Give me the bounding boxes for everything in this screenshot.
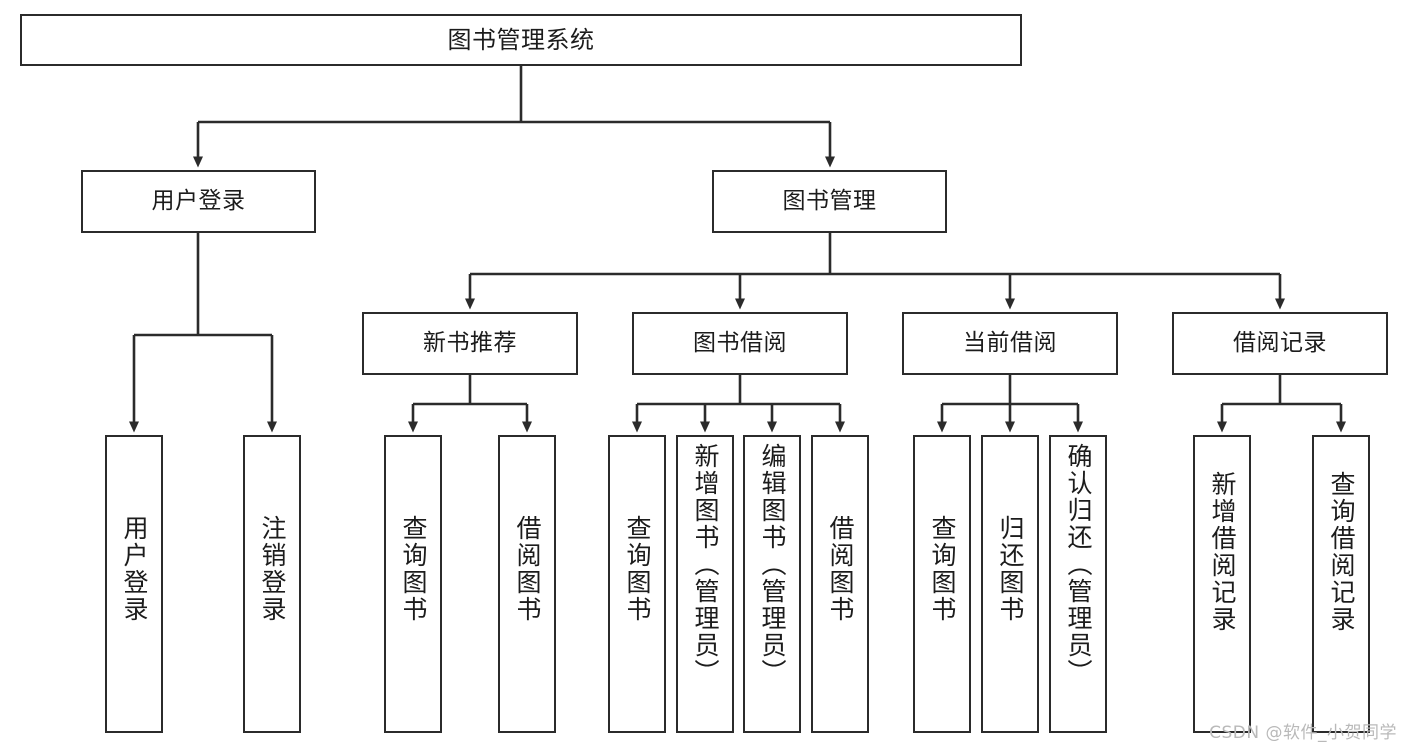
leaf-user-login[interactable]: 用户登录 (105, 435, 163, 733)
leaf-query-book-3[interactable]: 查询图书 (913, 435, 971, 733)
leaf-query-book-1-label: 查询图书 (399, 515, 428, 623)
leaf-add-book[interactable]: 新增图书（管理员） (676, 435, 734, 733)
leaf-user-login-label: 用户登录 (120, 515, 149, 623)
leaf-confirm-return[interactable]: 确认归还（管理员） (1049, 435, 1107, 733)
node-user-login[interactable]: 用户登录 (81, 170, 316, 233)
leaf-edit-book[interactable]: 编辑图书（管理员） (743, 435, 801, 733)
leaf-add-record[interactable]: 新增借阅记录 (1193, 435, 1251, 733)
leaf-return-book-label: 归还图书 (996, 515, 1025, 623)
node-book-borrow-label: 图书借阅 (693, 329, 787, 356)
leaf-query-record-label: 查询借阅记录 (1327, 471, 1356, 633)
node-current-borrow[interactable]: 当前借阅 (902, 312, 1118, 375)
leaf-query-book-3-label: 查询图书 (928, 515, 957, 623)
leaf-borrow-book-1-label: 借阅图书 (513, 515, 542, 623)
node-root-label: 图书管理系统 (447, 25, 595, 54)
leaf-confirm-return-label: 确认归还（管理员） (1064, 443, 1093, 686)
leaf-logout-login[interactable]: 注销登录 (243, 435, 301, 733)
node-new-book-recommend[interactable]: 新书推荐 (362, 312, 578, 375)
node-root[interactable]: 图书管理系统 (20, 14, 1022, 66)
leaf-add-record-label: 新增借阅记录 (1208, 471, 1237, 633)
node-book-manage-label: 图书管理 (782, 187, 877, 214)
leaf-borrow-book-1[interactable]: 借阅图书 (498, 435, 556, 733)
node-borrow-record-label: 借阅记录 (1233, 329, 1327, 356)
node-book-borrow[interactable]: 图书借阅 (632, 312, 848, 375)
leaf-query-book-2-label: 查询图书 (623, 515, 652, 623)
node-user-login-label: 用户登录 (151, 187, 246, 214)
leaf-query-book-2[interactable]: 查询图书 (608, 435, 666, 733)
node-borrow-record[interactable]: 借阅记录 (1172, 312, 1388, 375)
node-current-borrow-label: 当前借阅 (963, 329, 1057, 356)
leaf-query-record[interactable]: 查询借阅记录 (1312, 435, 1370, 733)
leaf-return-book[interactable]: 归还图书 (981, 435, 1039, 733)
leaf-borrow-book-2[interactable]: 借阅图书 (811, 435, 869, 733)
node-book-manage[interactable]: 图书管理 (712, 170, 947, 233)
leaf-add-book-label: 新增图书（管理员） (691, 443, 720, 686)
leaf-logout-login-label: 注销登录 (258, 515, 287, 623)
node-new-book-recommend-label: 新书推荐 (423, 329, 517, 356)
leaf-edit-book-label: 编辑图书（管理员） (758, 443, 787, 686)
leaf-borrow-book-2-label: 借阅图书 (826, 515, 855, 623)
leaf-query-book-1[interactable]: 查询图书 (384, 435, 442, 733)
